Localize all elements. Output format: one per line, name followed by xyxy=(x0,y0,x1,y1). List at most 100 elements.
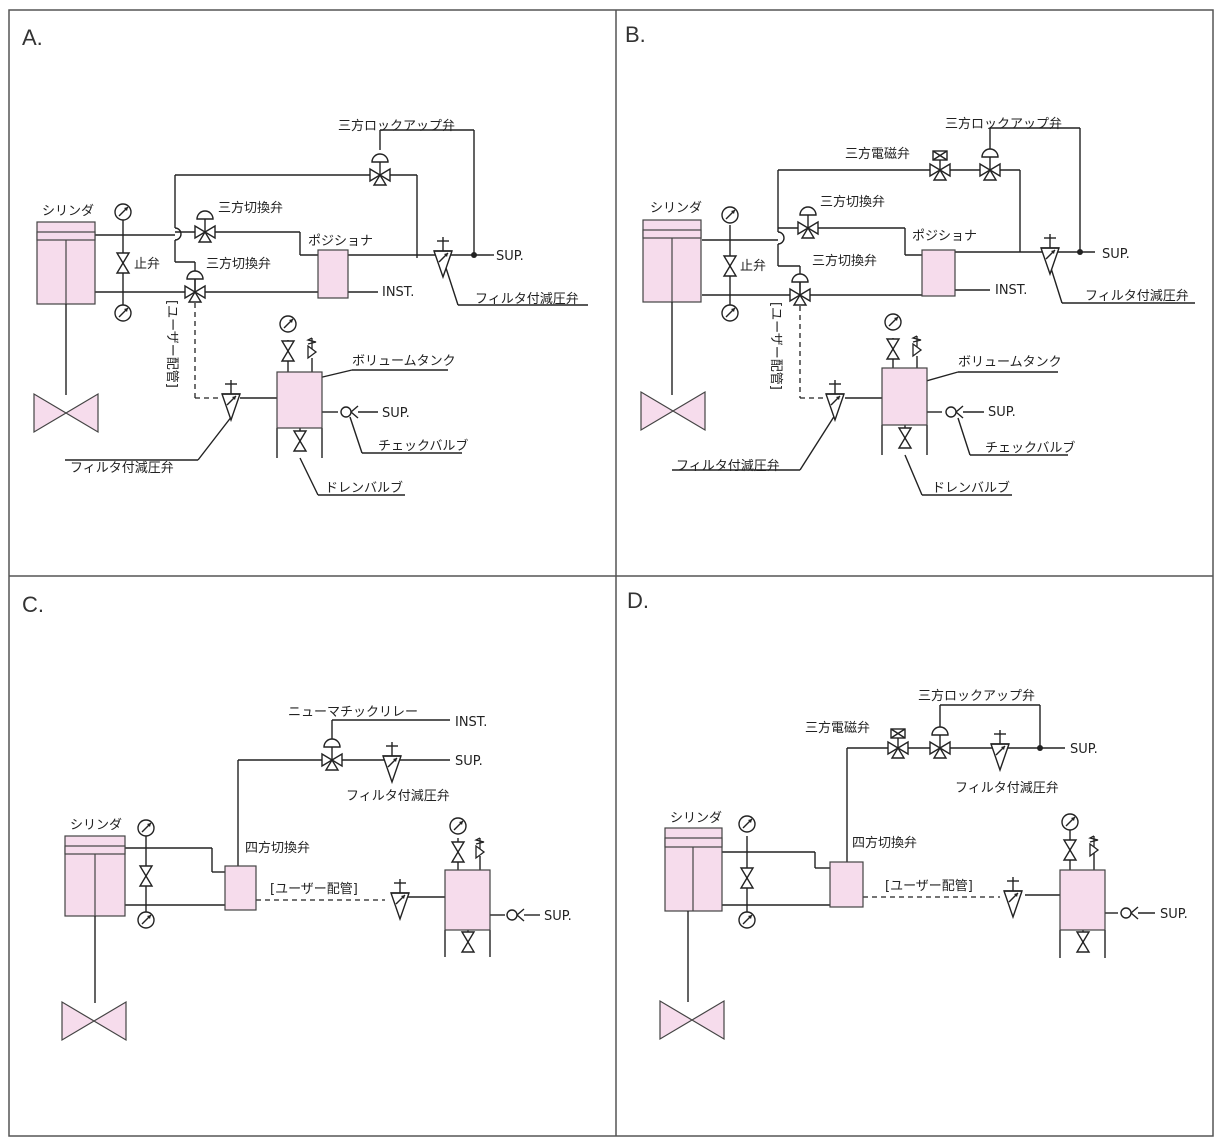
check-valve-icon xyxy=(506,908,525,922)
panel-b-lockup-label: 三方ロックアップ弁 xyxy=(945,116,1062,132)
panel-c-cylinder xyxy=(64,835,126,917)
panel-c-filter-label: フィルタ付減圧弁 xyxy=(346,788,450,804)
valve-icon xyxy=(281,340,295,362)
panel-d-sup-label: SUP. xyxy=(1070,742,1098,757)
check-valve-icon xyxy=(1120,906,1139,920)
panel-b-tank-sup-label: SUP. xyxy=(988,405,1016,420)
panel-b-check-valve-label: チェックバルブ xyxy=(985,440,1075,456)
valve-icon xyxy=(1063,839,1077,861)
stop-valve-icon xyxy=(723,255,737,277)
panel-d-four-way-label: 四方切換弁 xyxy=(852,835,917,851)
panel-b-volume-tank-label: ボリュームタンク xyxy=(958,355,1062,370)
panel-d-butterfly-valve xyxy=(659,1000,725,1040)
panel-a-drain-label: ドレンバルブ xyxy=(325,480,403,496)
valve-icon xyxy=(886,338,900,360)
panel-c-tank-sup-label: SUP. xyxy=(544,909,572,924)
check-valve-icon xyxy=(340,405,359,419)
panel-b-drain-label: ドレンバルブ xyxy=(932,480,1010,496)
gauge-icon xyxy=(449,817,467,835)
gauge-icon xyxy=(1061,813,1079,831)
panel-a-stop-valve-label: 止弁 xyxy=(134,257,160,272)
panel-d: D. xyxy=(627,588,1188,1040)
panel-d-cylinder xyxy=(664,827,723,912)
positioner-box xyxy=(921,249,956,297)
panel-c-inst-label: INST. xyxy=(455,715,487,730)
panel-borders xyxy=(8,9,1214,1137)
panel-c-butterfly-valve xyxy=(61,1001,127,1041)
switch-valve-icon xyxy=(184,270,206,303)
volume-tank-box xyxy=(444,869,491,931)
volume-tank-box xyxy=(881,367,928,426)
gauge-icon xyxy=(721,304,739,322)
panel-a-volume-tank-label: ボリュームタンク xyxy=(352,354,456,369)
panel-d-solenoid-label: 三方電磁弁 xyxy=(805,720,870,736)
gauge-icon xyxy=(738,815,756,833)
valve-icon xyxy=(139,865,153,887)
panel-a-cylinder-label: シリンダ xyxy=(42,204,94,219)
valve-icon xyxy=(451,841,465,863)
panel-a-piping xyxy=(95,129,588,306)
solenoid-valve-icon xyxy=(887,728,909,759)
gauge-icon xyxy=(738,911,756,929)
panel-a-check-valve-label: チェックバルブ xyxy=(378,438,468,454)
lockup-valve-icon xyxy=(369,153,391,186)
gauge-icon xyxy=(137,819,155,837)
gauge-icon xyxy=(114,304,132,322)
panel-a-positioner-label: ポジショナ xyxy=(308,234,373,249)
lockup-valve-icon xyxy=(929,726,951,759)
switch-valve-icon xyxy=(789,273,811,306)
volume-tank-box xyxy=(276,371,323,429)
valve-icon xyxy=(740,867,754,889)
filter-regulator-icon xyxy=(382,741,402,783)
panel-a-filter-main-label: フィルタ付減圧弁 xyxy=(475,291,579,307)
panel-c-sup-label: SUP. xyxy=(455,754,483,769)
relief-valve-icon xyxy=(912,335,922,357)
panel-b-filter-tank-label: フィルタ付減圧弁 xyxy=(676,458,780,474)
gauge-icon xyxy=(114,203,132,221)
drain-valve-icon xyxy=(461,931,475,953)
drain-valve-icon xyxy=(1076,931,1090,953)
panel-c-four-way-label: 四方切換弁 xyxy=(245,840,310,856)
drain-valve-icon xyxy=(898,427,912,449)
panel-b-switch2-label: 三方切換弁 xyxy=(812,253,877,269)
panel-b-cylinder xyxy=(642,219,702,303)
panel-b-solenoid-label: 三方電磁弁 xyxy=(845,146,910,162)
volume-tank-box xyxy=(1059,869,1106,931)
four-way-valve-box xyxy=(224,865,257,911)
panel-b-positioner-label: ポジショナ xyxy=(912,229,977,244)
panel-a-inst-label: INST. xyxy=(382,285,414,300)
panel-a-letter: A. xyxy=(22,25,43,50)
panel-b-sup-label: SUP. xyxy=(1102,247,1130,262)
four-way-valve-box xyxy=(829,861,864,908)
panel-c: C. xyxy=(22,592,572,1041)
gauge-icon xyxy=(721,206,739,224)
panel-b-stop-valve-label: 止弁 xyxy=(740,259,766,274)
panel-c-user-piping-label: [ユーザー配管] xyxy=(270,882,358,897)
gauge-icon xyxy=(137,911,155,929)
panel-d-filter-label: フィルタ付減圧弁 xyxy=(955,780,1059,796)
panel-a-switch2-label: 三方切換弁 xyxy=(206,256,271,272)
relief-valve-icon xyxy=(307,337,317,359)
panel-c-letter: C. xyxy=(22,592,44,617)
stop-valve-icon xyxy=(116,252,130,274)
lockup-valve-icon xyxy=(979,148,1001,181)
filter-regulator-icon xyxy=(990,729,1010,771)
filter-regulator-icon xyxy=(433,236,453,278)
gauge-icon xyxy=(884,313,902,331)
relief-valve-icon xyxy=(1089,835,1099,857)
filter-regulator-icon xyxy=(390,878,410,920)
panel-d-letter: D. xyxy=(627,588,649,613)
panel-c-relay-label: ニューマチックリレー xyxy=(288,705,418,720)
gauge-icon xyxy=(279,315,297,333)
filter-regulator-icon xyxy=(825,379,845,421)
panel-b-filter-main-label: フィルタ付減圧弁 xyxy=(1085,288,1189,304)
switch-valve-icon xyxy=(194,210,216,243)
panel-b: B. シリンダ xyxy=(625,22,1195,496)
panel-c-cylinder-label: シリンダ xyxy=(70,818,122,833)
panel-a-filter-tank-label: フィルタ付減圧弁 xyxy=(70,460,174,476)
filter-regulator-icon xyxy=(1040,233,1060,275)
panel-a-user-piping-label: [ユーザー配管] xyxy=(164,300,179,388)
panel-a: A. xyxy=(22,25,588,496)
